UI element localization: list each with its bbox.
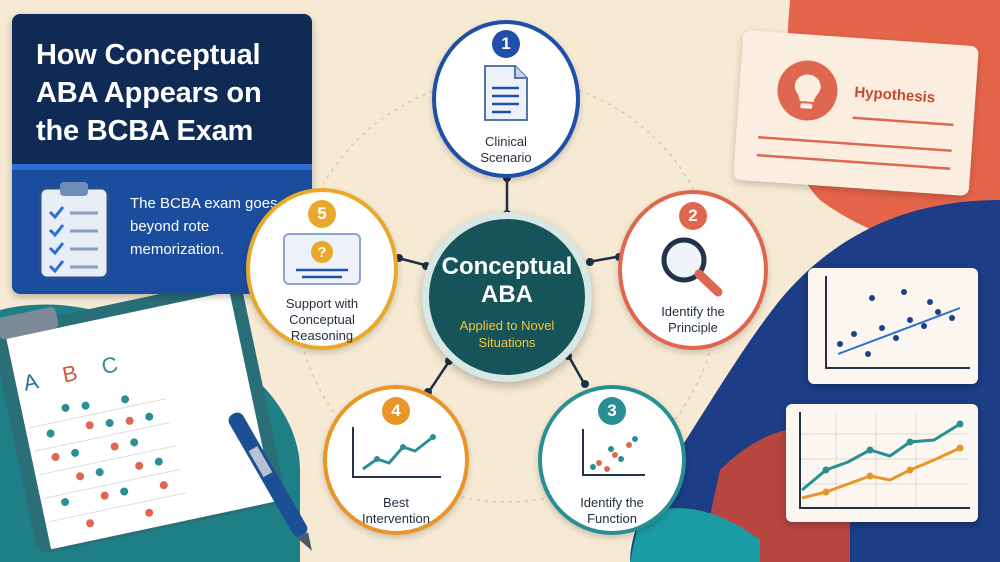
hypothesis-lines <box>756 116 954 170</box>
svg-text:?: ? <box>317 244 326 261</box>
step-4-number: 4 <box>382 397 410 425</box>
scatter-chart-card <box>808 268 978 384</box>
lightbulb-icon <box>777 60 838 121</box>
step-3-number: 3 <box>598 397 626 425</box>
line-chart-card <box>786 404 978 522</box>
step-2-node: 2 Identify the Principle <box>618 190 768 350</box>
step-2-number: 2 <box>679 202 707 230</box>
step-5-number: 5 <box>308 200 336 228</box>
line-graph-icon <box>352 427 441 478</box>
step-3-node: 3 Identify the Function <box>538 385 686 535</box>
center-title: Conceptual ABA <box>441 253 573 308</box>
step-4-node: 4 Best Intervention <box>323 385 469 535</box>
page-title: How Conceptual ABA Appears on the BCBA E… <box>36 39 262 147</box>
title-divider <box>12 164 312 170</box>
question-card-icon: ? <box>283 233 361 285</box>
column-c-label: C <box>99 351 120 379</box>
step-5-node: 5 ? Support with Conceptual Reasoning <box>246 188 398 350</box>
center-hub: Conceptual ABA Applied to Novel Situatio… <box>422 212 592 382</box>
checklist-icon <box>38 182 110 280</box>
step-2-label: Identify the Principle <box>661 304 725 335</box>
intro-text: The BCBA exam goes beyond rote memorizat… <box>130 195 278 258</box>
magnifier-icon <box>661 237 723 297</box>
step-1-node: 1 Clinical Scenario <box>432 20 580 178</box>
column-a-label: A <box>21 368 41 396</box>
step-3-label: Identify the Function <box>580 495 644 526</box>
document-icon <box>484 65 528 121</box>
hypothesis-card: Hypothesis <box>733 29 979 197</box>
line-chart <box>799 412 970 509</box>
scatter-plot-icon <box>582 429 645 476</box>
step-5-label: Support with Conceptual Reasoning <box>285 296 359 343</box>
center-subtitle: Applied to Novel Situations <box>459 318 555 350</box>
title-panel: How Conceptual ABA Appears on the BCBA E… <box>12 14 312 294</box>
step-1-label: Clinical Scenario <box>480 134 532 165</box>
column-b-label: B <box>60 360 80 388</box>
step-4-label: Best Intervention <box>362 495 430 526</box>
scatter-chart <box>825 276 970 369</box>
answer-sheet: A B C <box>0 340 250 562</box>
step-1-number: 1 <box>492 30 520 58</box>
